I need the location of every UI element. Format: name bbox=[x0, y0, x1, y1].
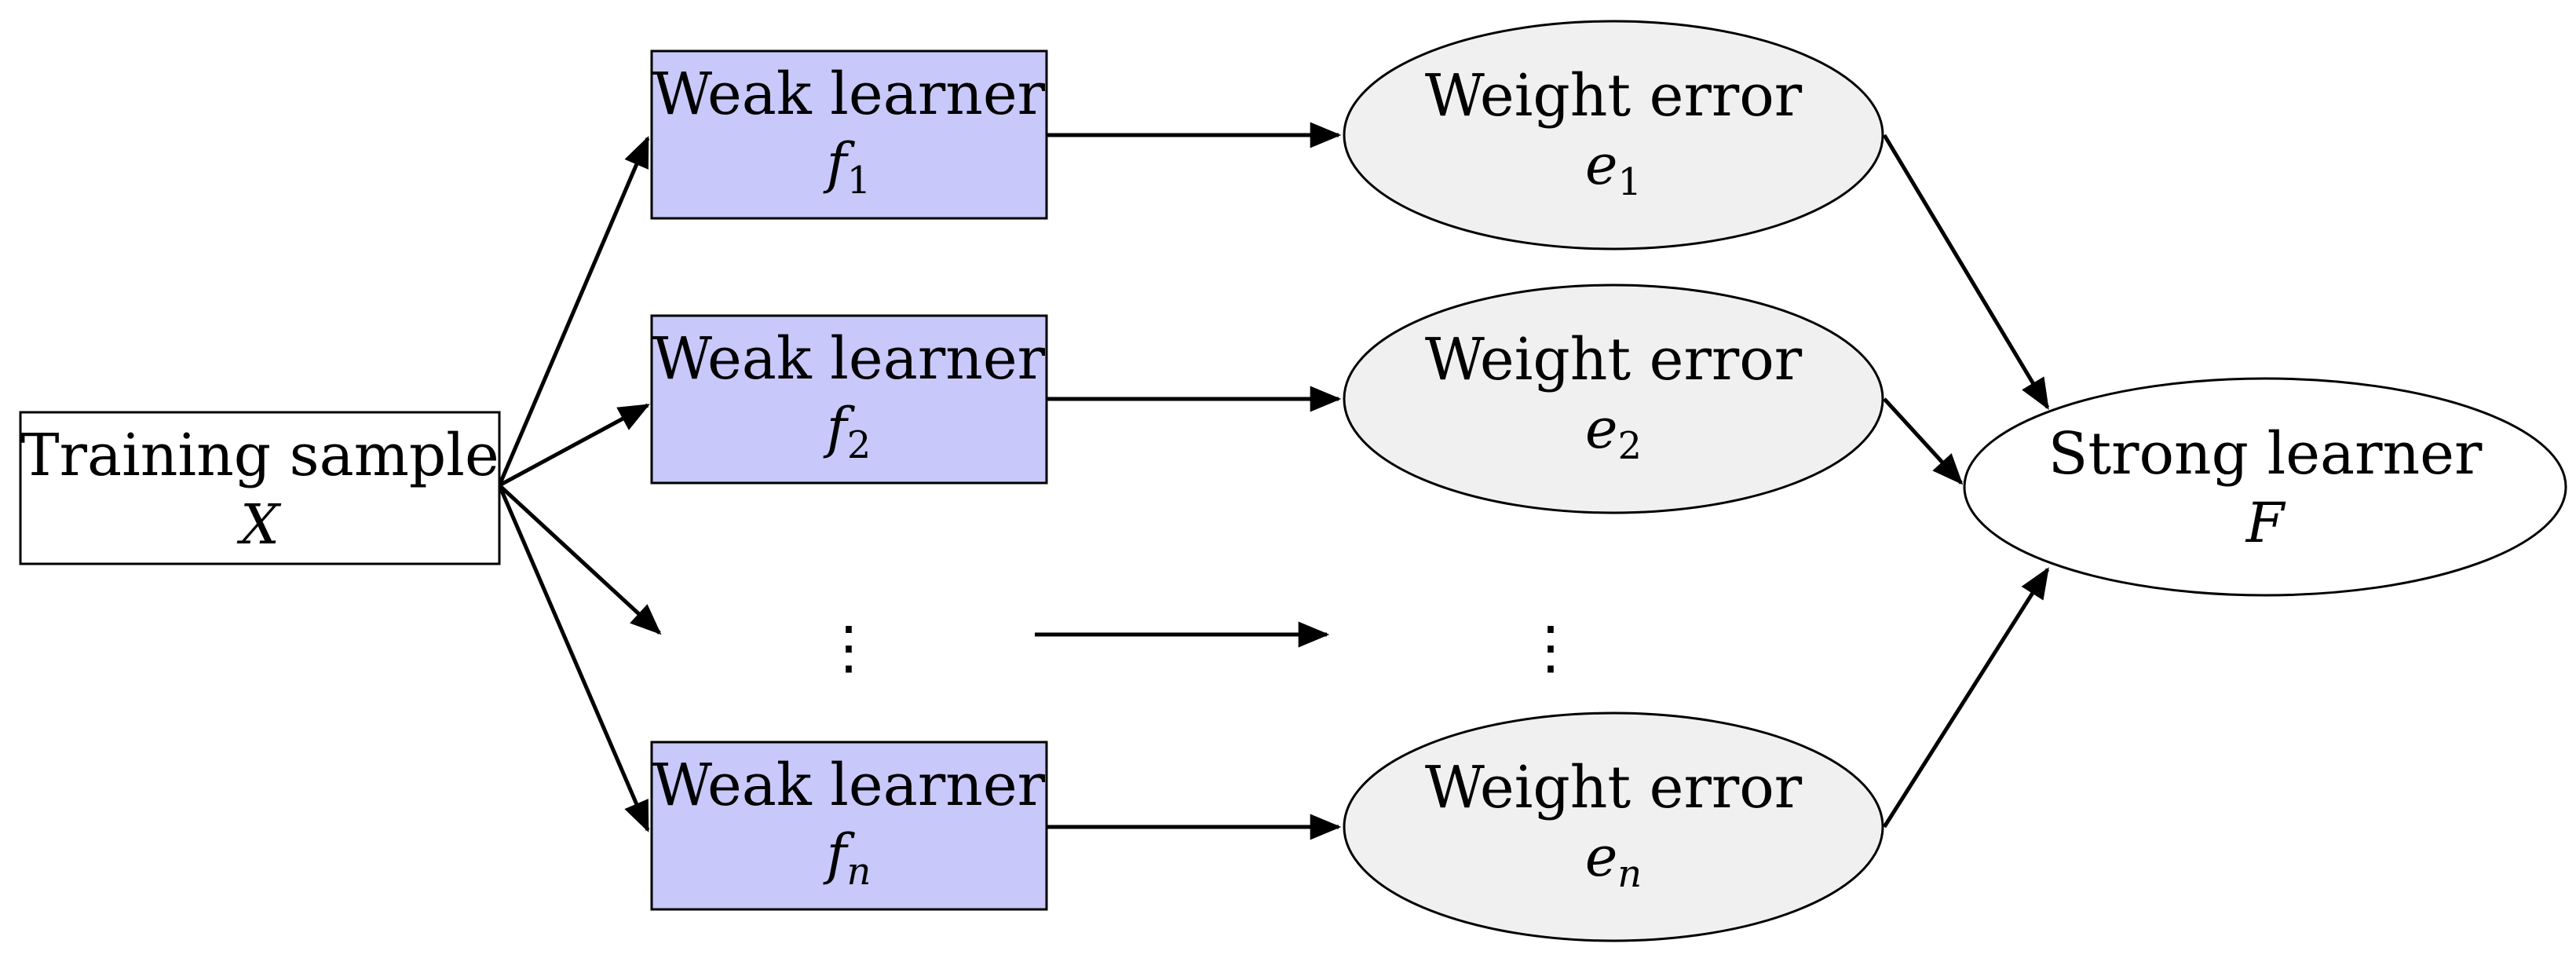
edge-error-1-to-strong bbox=[1882, 134, 2050, 410]
weight-error-2-node: Weight error e2 bbox=[1343, 283, 1884, 514]
edge-error-n-to-strong bbox=[1882, 567, 2050, 828]
weight-error-1-var: e1 bbox=[1585, 133, 1642, 204]
strong-learner-var: F bbox=[2245, 491, 2286, 555]
weak-learners-ellipsis: ⋮ bbox=[820, 614, 878, 682]
training-sample-label: Training sample bbox=[20, 422, 499, 489]
weight-error-2-var: e2 bbox=[1585, 397, 1642, 468]
weight-error-2-label: Weight error bbox=[1425, 326, 1803, 393]
weight-error-n-var: en bbox=[1585, 825, 1642, 896]
edge-training-to-dots bbox=[498, 484, 662, 635]
weak-learner-2-node: Weak learner f2 bbox=[650, 314, 1048, 485]
weak-learner-n-node: Weak learner fn bbox=[650, 741, 1048, 911]
strong-learner-node: Strong learner F bbox=[1963, 377, 2567, 597]
edge-training-to-weak-2 bbox=[498, 403, 650, 488]
edges bbox=[497, 122, 2050, 840]
weight-errors-ellipsis: ⋮ bbox=[1522, 614, 1580, 682]
edge-training-to-weak-1 bbox=[497, 135, 650, 486]
edge-error-2-to-strong bbox=[1883, 397, 1964, 485]
weight-error-1-label: Weight error bbox=[1425, 62, 1803, 130]
strong-learner-label: Strong learner bbox=[2048, 420, 2483, 488]
training-sample-node: Training sample X bbox=[19, 411, 501, 565]
training-sample-var: X bbox=[236, 492, 282, 557]
weak-learner-2-label: Weak learner bbox=[652, 325, 1046, 393]
edge-training-to-weak-n bbox=[497, 485, 650, 833]
weak-learner-n-label: Weak learner bbox=[652, 752, 1046, 819]
weak-learner-1-label: Weak learner bbox=[652, 60, 1046, 128]
weak-learner-1-node: Weak learner f1 bbox=[650, 49, 1048, 220]
weight-error-1-node: Weight error e1 bbox=[1343, 20, 1884, 251]
weight-error-n-node: Weight error en bbox=[1343, 711, 1884, 942]
weak-learner-n-var: fn bbox=[823, 822, 871, 894]
weight-error-n-label: Weight error bbox=[1425, 754, 1803, 821]
